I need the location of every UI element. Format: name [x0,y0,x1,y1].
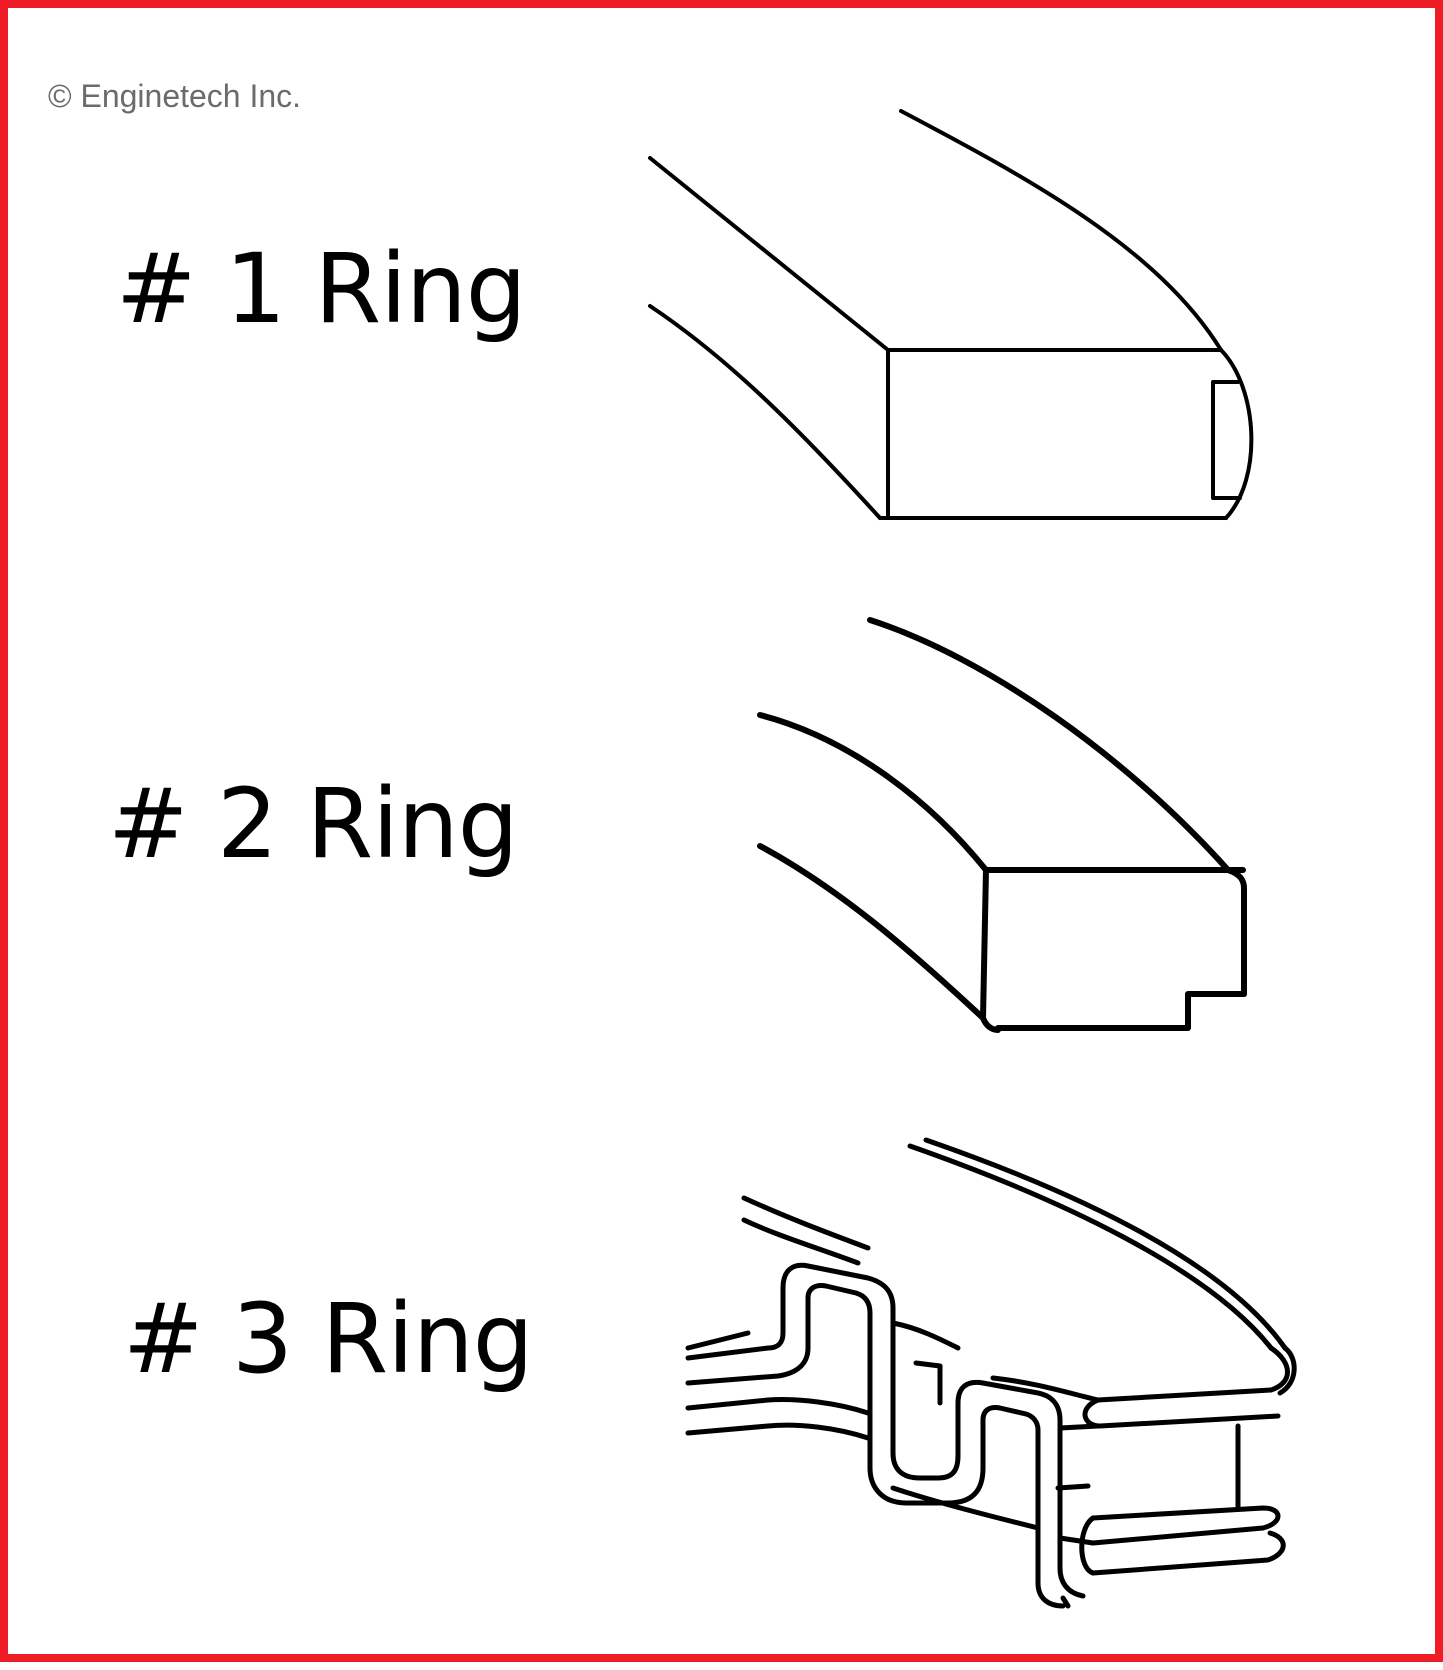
oil-control-ring-icon [685,1137,1297,1609]
compression-ring-top-icon [648,109,1254,520]
copyright-notice: © Enginetech Inc. [48,78,302,114]
compression-ring-second-icon [757,617,1247,1033]
ring-3-label: # 3 Ring [123,1283,534,1395]
ring-1-label: # 1 Ring [116,233,527,345]
ring-2-label: # 2 Ring [108,768,519,880]
